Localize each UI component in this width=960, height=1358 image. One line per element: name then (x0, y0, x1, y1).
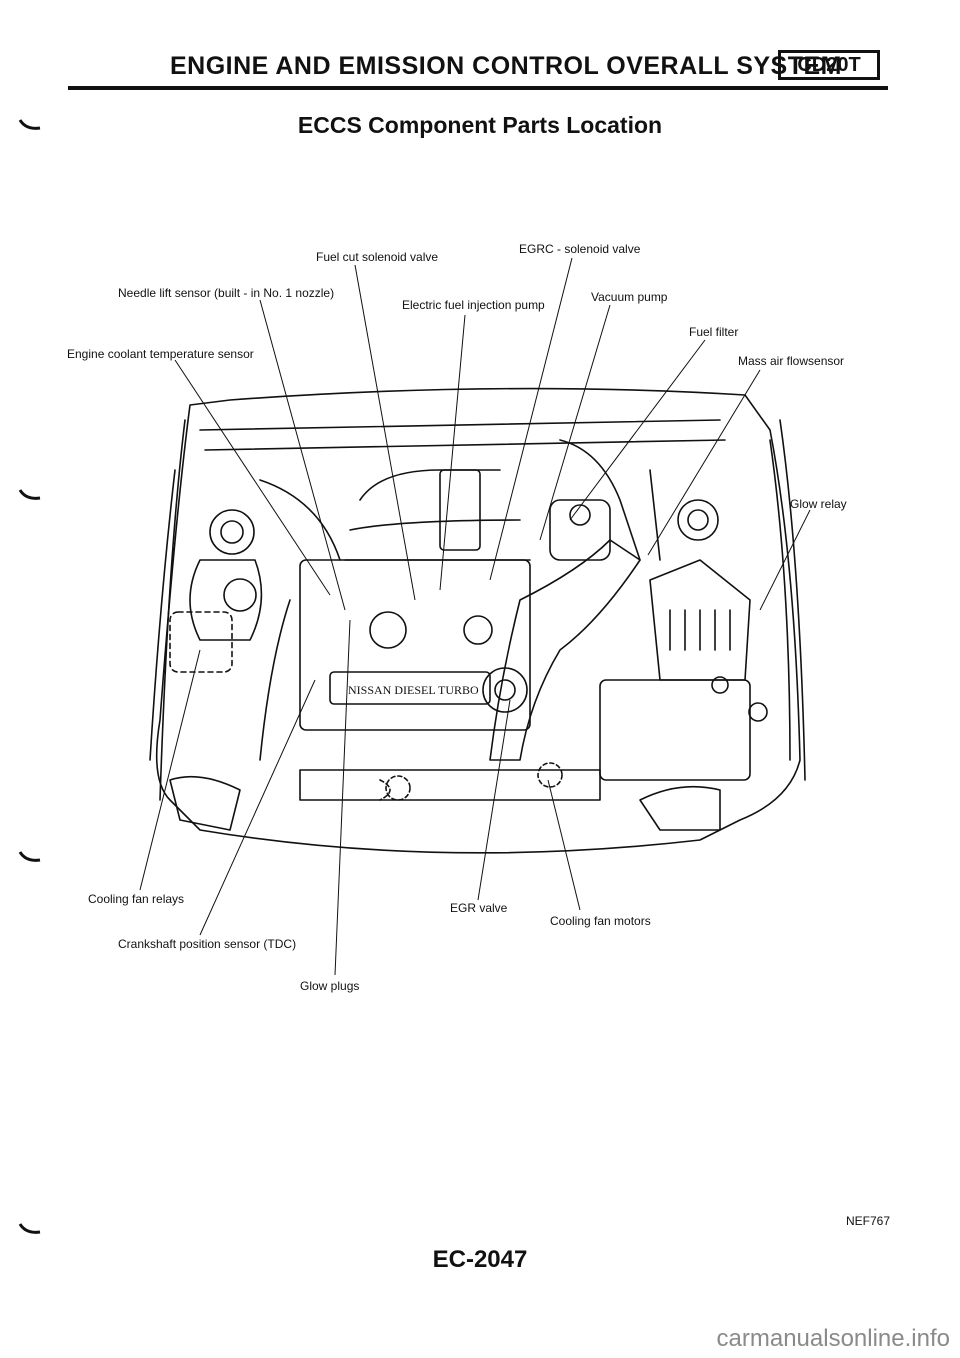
leader-coolant-sensor (174, 359, 331, 596)
header-title: ENGINE AND EMISSION CONTROL OVERALL SYST… (170, 52, 842, 80)
headlamp-left (169, 775, 241, 831)
strut-tower-left (209, 509, 255, 555)
radiator (299, 769, 601, 801)
body-outline (155, 387, 801, 854)
air-cleaner (649, 559, 751, 681)
label-electric-fuel-injection-pump: Electric fuel injection pump (402, 298, 545, 312)
page-number: EC-2047 (432, 1246, 528, 1273)
battery (599, 679, 751, 781)
leader-maf (647, 369, 761, 556)
margin-mark (18, 1223, 41, 1234)
label-glow-plugs: Glow plugs (300, 979, 360, 993)
strut-tower-right (677, 499, 719, 541)
leader-vacuum-pump (539, 304, 611, 541)
header-rule (68, 86, 888, 90)
label-crankshaft-position-sensor: Crankshaft position sensor (TDC) (118, 937, 297, 951)
label-egrc-solenoid-valve: EGRC - solenoid valve (519, 242, 641, 256)
leader-cooling-fan-motors (547, 779, 581, 911)
watermark: carmanualsonline.info (716, 1325, 950, 1352)
intake-manifold (344, 469, 531, 561)
fender-right (769, 419, 806, 781)
label-fuel-filter: Fuel filter (689, 325, 739, 339)
fuel-pump-body (439, 469, 481, 551)
model-badge: CD20T (778, 50, 880, 80)
egr-valve-body (482, 667, 528, 713)
label-needle-lift-sensor: Needle lift sensor (built - in No. 1 noz… (118, 286, 335, 300)
cooling-fan-left (379, 779, 391, 801)
leader-egrc-solenoid (489, 257, 573, 581)
figure-code: NEF767 (845, 1214, 890, 1228)
label-cooling-fan-motors: Cooling fan motors (550, 914, 651, 928)
label-vacuum-pump: Vacuum pump (591, 290, 668, 304)
leader-glow-plugs (334, 619, 351, 976)
leader-glow-relay (759, 509, 811, 611)
label-egr-valve: EGR valve (450, 901, 508, 915)
pump-pulley (369, 611, 407, 649)
leader-egr-valve (477, 699, 511, 901)
headlamp-right (639, 785, 721, 831)
margin-mark (18, 851, 41, 862)
label-fuel-cut-solenoid-valve: Fuel cut solenoid valve (316, 250, 439, 264)
fender-left (149, 419, 186, 801)
label-glow-relay: Glow relay (790, 497, 847, 511)
leader-fuel-filter (569, 339, 706, 521)
reservoir-cap (223, 578, 257, 612)
air-intake-duct (489, 539, 641, 761)
leader-crankshaft (199, 679, 316, 936)
label-cooling-fan-relays: Cooling fan relays (88, 892, 185, 906)
margin-mark (18, 489, 41, 500)
leader-fuel-cut-solenoid (354, 264, 416, 601)
margin-mark (18, 119, 41, 130)
vacuum-tank (549, 499, 611, 561)
leader-electric-pump (439, 314, 466, 591)
rocker-cover (329, 671, 491, 705)
engine-cover-text: NISSAN DIESEL TURBO (348, 683, 479, 697)
label-mass-air-flowsensor: Mass air flowsensor (738, 354, 845, 368)
fuse-box (169, 611, 233, 673)
leader-cooling-fan-relays (139, 649, 201, 891)
cowl-line (199, 419, 726, 451)
section-title: ECCS Component Parts Location (297, 112, 663, 138)
leader-needle-lift (259, 299, 346, 611)
label-engine-coolant-temperature-sensor: Engine coolant temperature sensor (67, 347, 254, 361)
